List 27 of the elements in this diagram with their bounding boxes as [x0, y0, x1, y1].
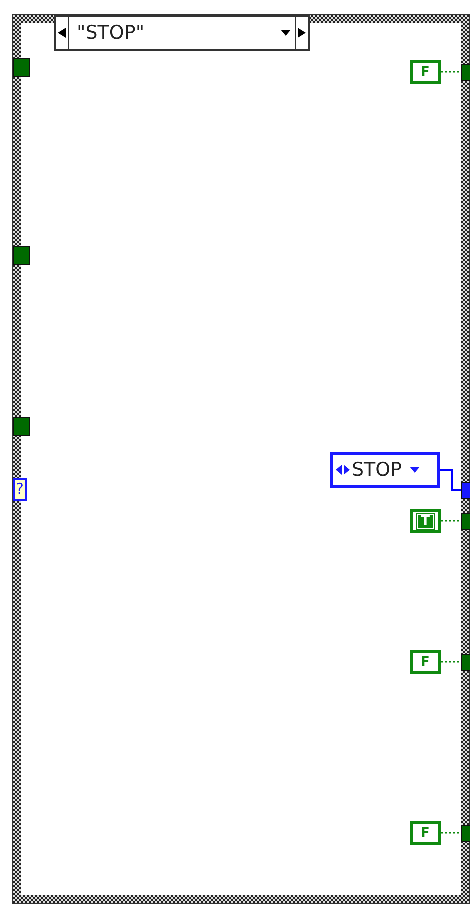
boolean-constant — [410, 509, 441, 533]
case-selector-terminal — [13, 478, 27, 501]
tunnel — [461, 654, 470, 671]
wire — [441, 71, 461, 73]
wire — [441, 520, 461, 522]
tunnel — [461, 513, 470, 530]
wire — [441, 661, 461, 663]
boolean-value: F — [420, 826, 431, 840]
case-structure — [12, 14, 470, 904]
boolean-constant — [410, 821, 441, 845]
tunnel — [13, 246, 30, 265]
enum-constant — [330, 452, 440, 488]
tunnel — [13, 417, 30, 436]
tunnel — [461, 482, 470, 499]
wire — [440, 469, 461, 492]
tunnel — [461, 64, 470, 81]
case-label: "STOP" — [76, 22, 146, 44]
enum-value: STOP — [352, 459, 402, 481]
selector-symbol: ? — [16, 480, 24, 498]
boolean-value: T — [417, 514, 434, 528]
tunnel — [13, 58, 30, 77]
wire — [441, 832, 461, 834]
boolean-constant — [410, 60, 441, 84]
boolean-constant — [410, 650, 441, 674]
tunnel — [461, 825, 470, 842]
boolean-value: F — [420, 66, 431, 78]
boolean-value: F — [420, 656, 431, 668]
